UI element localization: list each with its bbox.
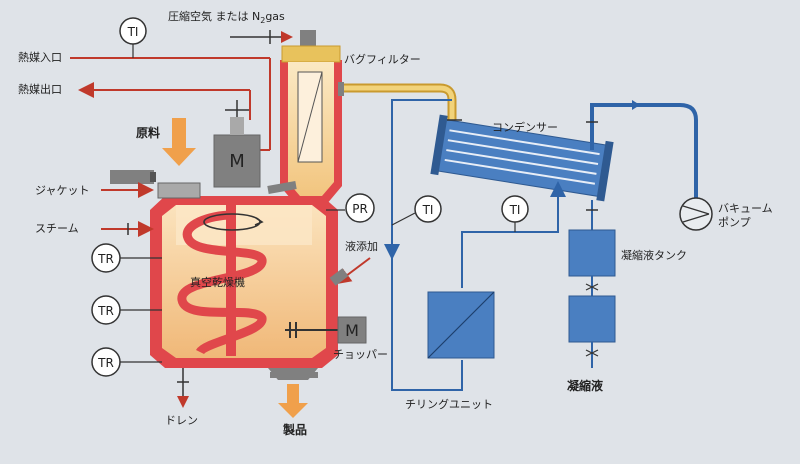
ti-sensor-top[interactable]: TI (119, 17, 147, 45)
tr-sensors: TR TR TR (91, 243, 162, 377)
chilling-unit[interactable] (427, 291, 495, 359)
label-raw: 原料 (136, 125, 160, 140)
motor-label: M (229, 151, 245, 172)
tr-sensor-2[interactable] (91, 295, 121, 325)
svg-text:TI: TI (422, 203, 434, 217)
jacket-steam-lines (101, 182, 154, 237)
chopper[interactable]: M (285, 316, 367, 344)
vacuum-dryer[interactable] (150, 196, 338, 408)
feed-motor (110, 170, 154, 184)
raw-material-arrow (162, 118, 196, 166)
product-arrow (278, 384, 308, 418)
gas-inlet (230, 30, 293, 44)
label-drain: ドレン (165, 414, 198, 427)
bag-filter[interactable] (267, 30, 342, 205)
label-vacuum-pump-1: バキューム (718, 202, 773, 215)
tr-sensor-3[interactable] (91, 347, 121, 377)
tr-label-2: TR (97, 304, 114, 318)
label-gas: 圧縮空気 または N2gas (168, 9, 285, 25)
cooling-loop (384, 99, 566, 391)
ti-sensor-right[interactable]: TI (501, 195, 529, 232)
tr-label-3: TR (97, 356, 114, 370)
label-condenser: コンデンサー (492, 120, 558, 134)
screw-shaft (226, 196, 236, 356)
label-liquid-add: 液添加 (345, 239, 378, 253)
label-heat-in: 熱媒入口 (18, 51, 62, 64)
condensate-system (568, 200, 616, 368)
label-jacket: ジャケット (35, 184, 89, 197)
label-dryer: 真空乾燥機 (190, 275, 245, 289)
tr-sensor-1[interactable] (91, 243, 121, 273)
label-bag-filter: バグフィルター (344, 52, 421, 66)
label-cond-tank: 凝縮液タンク (621, 248, 687, 262)
label-steam: スチーム (35, 222, 79, 235)
agitator-motor[interactable]: M (213, 100, 261, 188)
label-heat-out: 熱媒出口 (18, 82, 62, 96)
svg-text:TI: TI (127, 25, 139, 39)
label-chilling: チリングユニット (405, 397, 493, 411)
condensate-tank[interactable] (568, 229, 616, 277)
condenser[interactable] (430, 114, 614, 202)
screw-agitator (177, 210, 267, 356)
liquid-addition[interactable] (329, 257, 371, 286)
vapor-pipe (340, 83, 457, 120)
vacuum-line (586, 100, 698, 198)
feed-inlet[interactable] (110, 170, 201, 199)
label-chopper: チョッパー (333, 348, 388, 361)
label-vacuum-pump-2: ポンプ (718, 216, 751, 229)
svg-text:PR: PR (352, 202, 368, 216)
label-product: 製品 (282, 422, 307, 437)
label-condensate: 凝縮液 (567, 378, 603, 393)
svg-text:TI: TI (509, 203, 521, 217)
vacuum-pump[interactable] (679, 197, 713, 231)
ti-sensor-left[interactable]: TI (391, 195, 442, 226)
condensate-tank-2[interactable] (568, 295, 616, 343)
text-labels: 圧縮空気 または N2gas 熱媒入口 熱媒出口 原料 ジャケット スチーム 真… (18, 9, 773, 437)
tr-label-1: TR (97, 252, 114, 266)
pr-sensor[interactable]: PR (326, 193, 375, 223)
chopper-motor-label: M (345, 321, 359, 340)
